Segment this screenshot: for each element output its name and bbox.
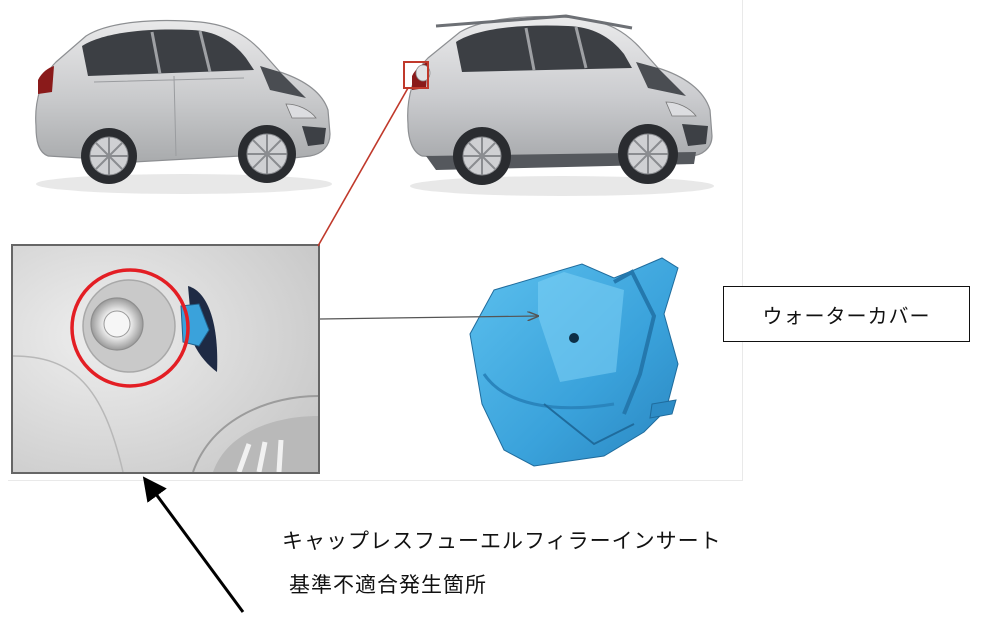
water-cover-part-image xyxy=(469,257,679,467)
fuel-filler-insert-caption: キャップレスフューエルフィラーインサート xyxy=(282,529,722,553)
frame-divider-bottom xyxy=(8,480,743,481)
car-cross-country-image xyxy=(407,14,714,196)
fuel-door-closeup-image xyxy=(13,246,318,472)
car-standard-image xyxy=(35,19,332,194)
frame-divider-right xyxy=(742,0,743,480)
defect-pointer-arrow xyxy=(142,476,245,613)
defect-location-caption: 基準不適合発生箇所 xyxy=(289,573,487,597)
fuel-door-closeup-panel xyxy=(11,244,320,474)
water-cover-label-text: ウォーターカバー xyxy=(762,303,931,328)
water-cover-label: ウォーターカバー xyxy=(723,286,970,342)
